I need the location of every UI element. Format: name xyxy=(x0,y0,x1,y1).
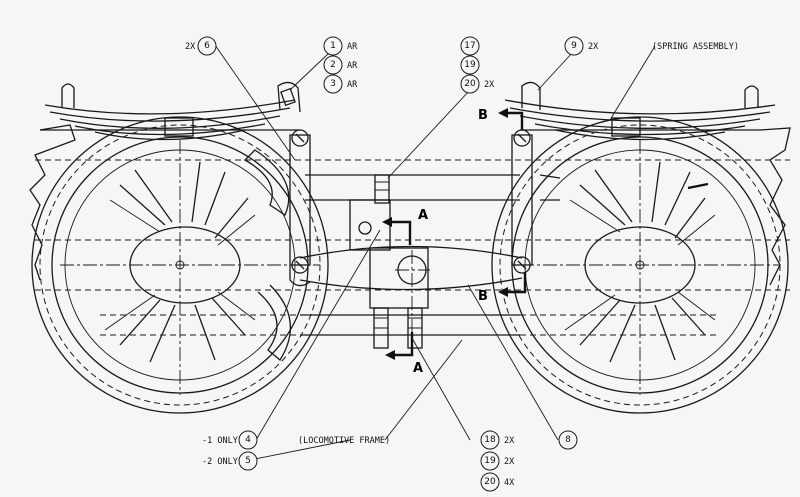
svg-text:5: 5 xyxy=(245,456,251,466)
svg-text:19: 19 xyxy=(464,60,476,70)
section-a-top-label: A xyxy=(418,208,428,223)
equalizer-beam xyxy=(289,245,523,291)
section-b-bottom-label: B xyxy=(478,289,488,304)
svg-text:20: 20 xyxy=(464,79,476,89)
svg-text:4X: 4X xyxy=(504,478,515,488)
svg-text:2X: 2X xyxy=(504,436,515,446)
right-driving-wheel xyxy=(491,116,789,414)
callout-18: 18 2X xyxy=(480,430,515,450)
section-b-top-label: B xyxy=(478,108,488,123)
svg-text:AR: AR xyxy=(347,80,358,90)
svg-text:AR: AR xyxy=(347,42,358,52)
svg-text:2X: 2X xyxy=(484,80,495,90)
svg-text:4: 4 xyxy=(245,435,251,445)
svg-text:-1 ONLY: -1 ONLY xyxy=(202,436,238,446)
svg-text:2: 2 xyxy=(330,60,336,70)
svg-text:2X: 2X xyxy=(504,457,515,467)
leader-lines xyxy=(214,44,656,461)
svg-text:3: 3 xyxy=(330,79,336,89)
center-bracket xyxy=(349,174,430,349)
callout-17: 17 xyxy=(460,36,480,56)
svg-text:9: 9 xyxy=(571,41,577,51)
svg-text:AR: AR xyxy=(347,61,358,71)
svg-text:6: 6 xyxy=(204,41,210,51)
svg-text:1: 1 xyxy=(330,41,336,51)
callout-3: 3 AR xyxy=(323,74,358,94)
callout-20-bottom: 20 4X xyxy=(480,472,515,492)
callout-1: 1 AR xyxy=(323,36,358,56)
spring-assembly-note: (SPRING ASSEMBLY) xyxy=(652,42,739,52)
right-leaf-spring xyxy=(504,81,776,141)
svg-text:-2 ONLY: -2 ONLY xyxy=(202,457,238,467)
svg-text:20: 20 xyxy=(484,477,496,487)
svg-text:2X: 2X xyxy=(185,42,196,52)
callout-19-top: 19 xyxy=(460,55,480,75)
callout-4: -1 ONLY 4 xyxy=(202,430,258,450)
left-leaf-spring xyxy=(44,81,301,141)
locomotive-frame-note: (LOCOMOTIVE FRAME) xyxy=(298,436,390,446)
callout-2: 2 AR xyxy=(323,55,358,75)
right-hanger-link xyxy=(511,129,533,274)
left-hanger-link xyxy=(289,129,311,274)
svg-text:8: 8 xyxy=(565,435,571,445)
section-arrows xyxy=(382,108,527,360)
callout-5: -2 ONLY 5 xyxy=(202,451,258,471)
svg-text:17: 17 xyxy=(464,41,475,51)
callout-20-top: 20 2X xyxy=(460,74,495,94)
callout-8: 8 xyxy=(558,430,578,450)
callout-6: 2X 6 xyxy=(185,36,217,56)
svg-text:2X: 2X xyxy=(588,42,599,52)
section-a-bottom-label: A xyxy=(413,361,423,376)
callout-9: 9 2X xyxy=(564,36,599,56)
svg-text:19: 19 xyxy=(484,456,496,466)
left-driving-wheel xyxy=(31,116,329,414)
callout-19-bottom: 19 2X xyxy=(480,451,515,471)
svg-text:18: 18 xyxy=(484,435,496,445)
